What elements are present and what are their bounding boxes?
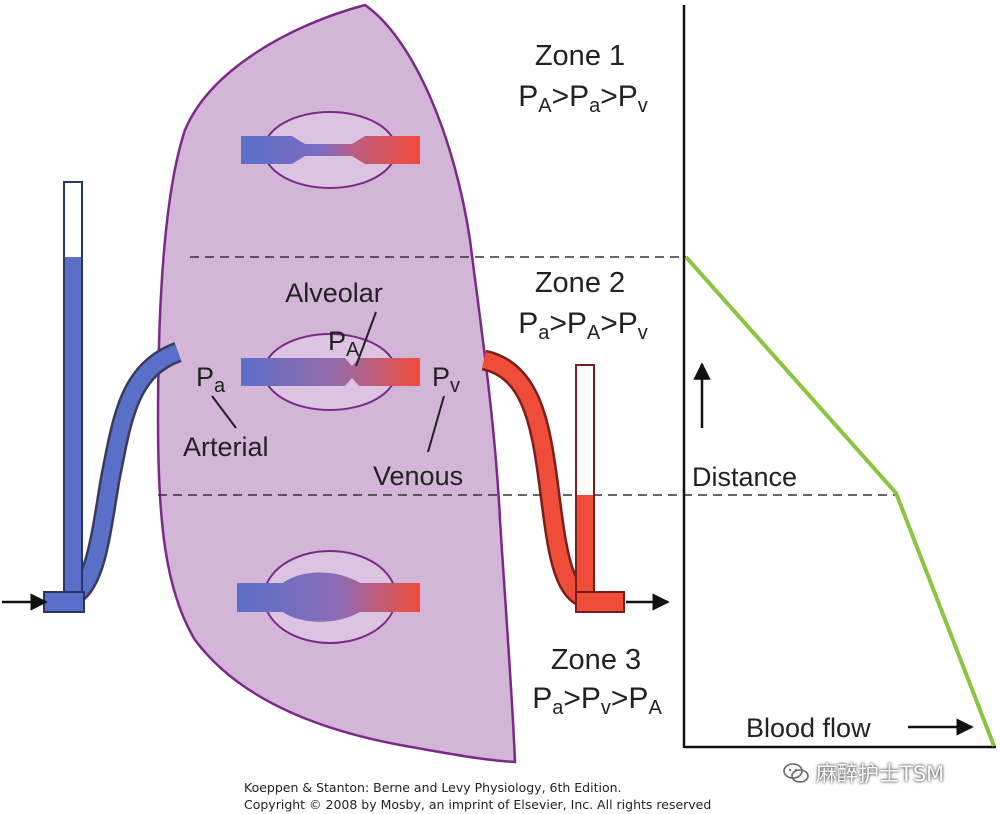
- arterial-pressure-label: Pa: [196, 362, 226, 397]
- venous-pressure-label: Pv: [432, 362, 460, 397]
- capillary-zone-2: [241, 358, 420, 386]
- alveolar-pressure-label: PA: [328, 326, 360, 361]
- credit-line-2: Copyright © 2008 by Mosby, an imprint of…: [244, 797, 712, 812]
- arterial-pointer: [211, 395, 237, 429]
- zone-2-relation: Pa>PA>Pv: [518, 307, 648, 344]
- arterial-inflow-segment: [43, 591, 85, 613]
- venous-pointer: [427, 395, 445, 453]
- zone-1-relation: PA>Pa>Pv: [518, 80, 648, 117]
- distance-label: Distance: [692, 462, 797, 492]
- alveolar-label: Alveolar: [285, 278, 383, 308]
- credit-line-1: Koeppen & Stanton: Berne and Levy Physio…: [244, 780, 622, 795]
- zone-3-title: Zone 3: [551, 644, 641, 676]
- watermark-text: 麻醉护士TSM: [816, 762, 945, 786]
- capillary-zone-3: [237, 572, 420, 622]
- venous-label: Venous: [373, 461, 463, 491]
- wechat-icon: [783, 763, 809, 783]
- venous-outflow-segment: [575, 591, 625, 613]
- arterial-manometer-fill: [65, 257, 81, 602]
- zone-3-relation: Pa>Pv>PA: [532, 682, 662, 719]
- blood-flow-label: Blood flow: [746, 713, 871, 743]
- zone-2-title: Zone 2: [535, 267, 625, 299]
- watermark: 麻醉护士TSM: [782, 758, 944, 788]
- arterial-vessel-fill: [64, 344, 182, 606]
- venous-vessel-fill: [481, 352, 589, 606]
- blood-flow-curve: [684, 255, 996, 747]
- venous-manometer-fill: [577, 495, 593, 602]
- capillary-zone-1: [241, 136, 420, 164]
- arterial-label: Arterial: [183, 432, 269, 462]
- zone-1-title: Zone 1: [535, 40, 625, 72]
- alveolar-pointer: [355, 311, 377, 367]
